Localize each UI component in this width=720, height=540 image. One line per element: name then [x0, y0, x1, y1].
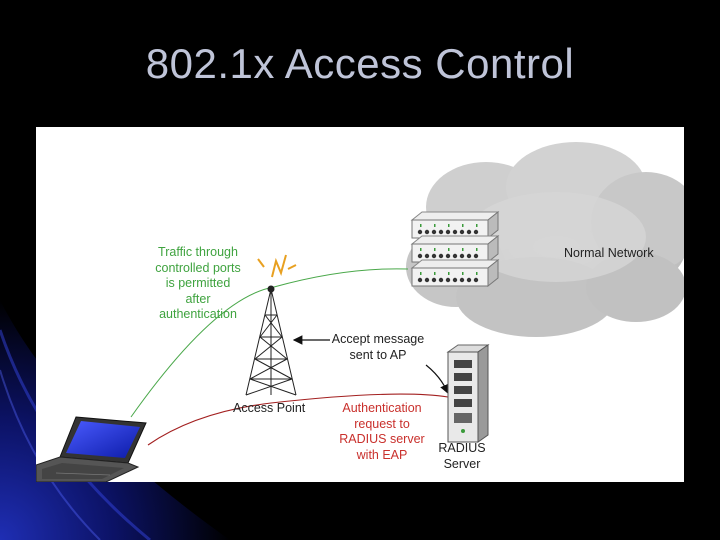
- accept-message-label: Accept message sent to AP: [331, 332, 425, 362]
- radius-server-label: RADIUS Server: [438, 441, 486, 471]
- signal-spark-icon: [257, 254, 297, 278]
- server-icon: [446, 344, 490, 443]
- auth-request-label: Authentication request to RADIUS server …: [339, 401, 425, 462]
- laptop-icon: [36, 416, 147, 482]
- auth-request-arrow: [425, 364, 450, 395]
- slide-title: 802.1x Access Control: [145, 40, 575, 87]
- switch-icon: [410, 210, 500, 288]
- traffic-note-label: Traffic through controlled ports is perm…: [155, 245, 241, 321]
- network-diagram: Traffic through controlled ports is perm…: [36, 127, 684, 482]
- red-auth-path: [147, 393, 449, 446]
- access-point-label: Access Point: [233, 401, 306, 415]
- normal-network-label: Normal Network: [564, 246, 654, 260]
- radio-tower-icon: [245, 285, 297, 396]
- diagram-graphics: [36, 142, 684, 482]
